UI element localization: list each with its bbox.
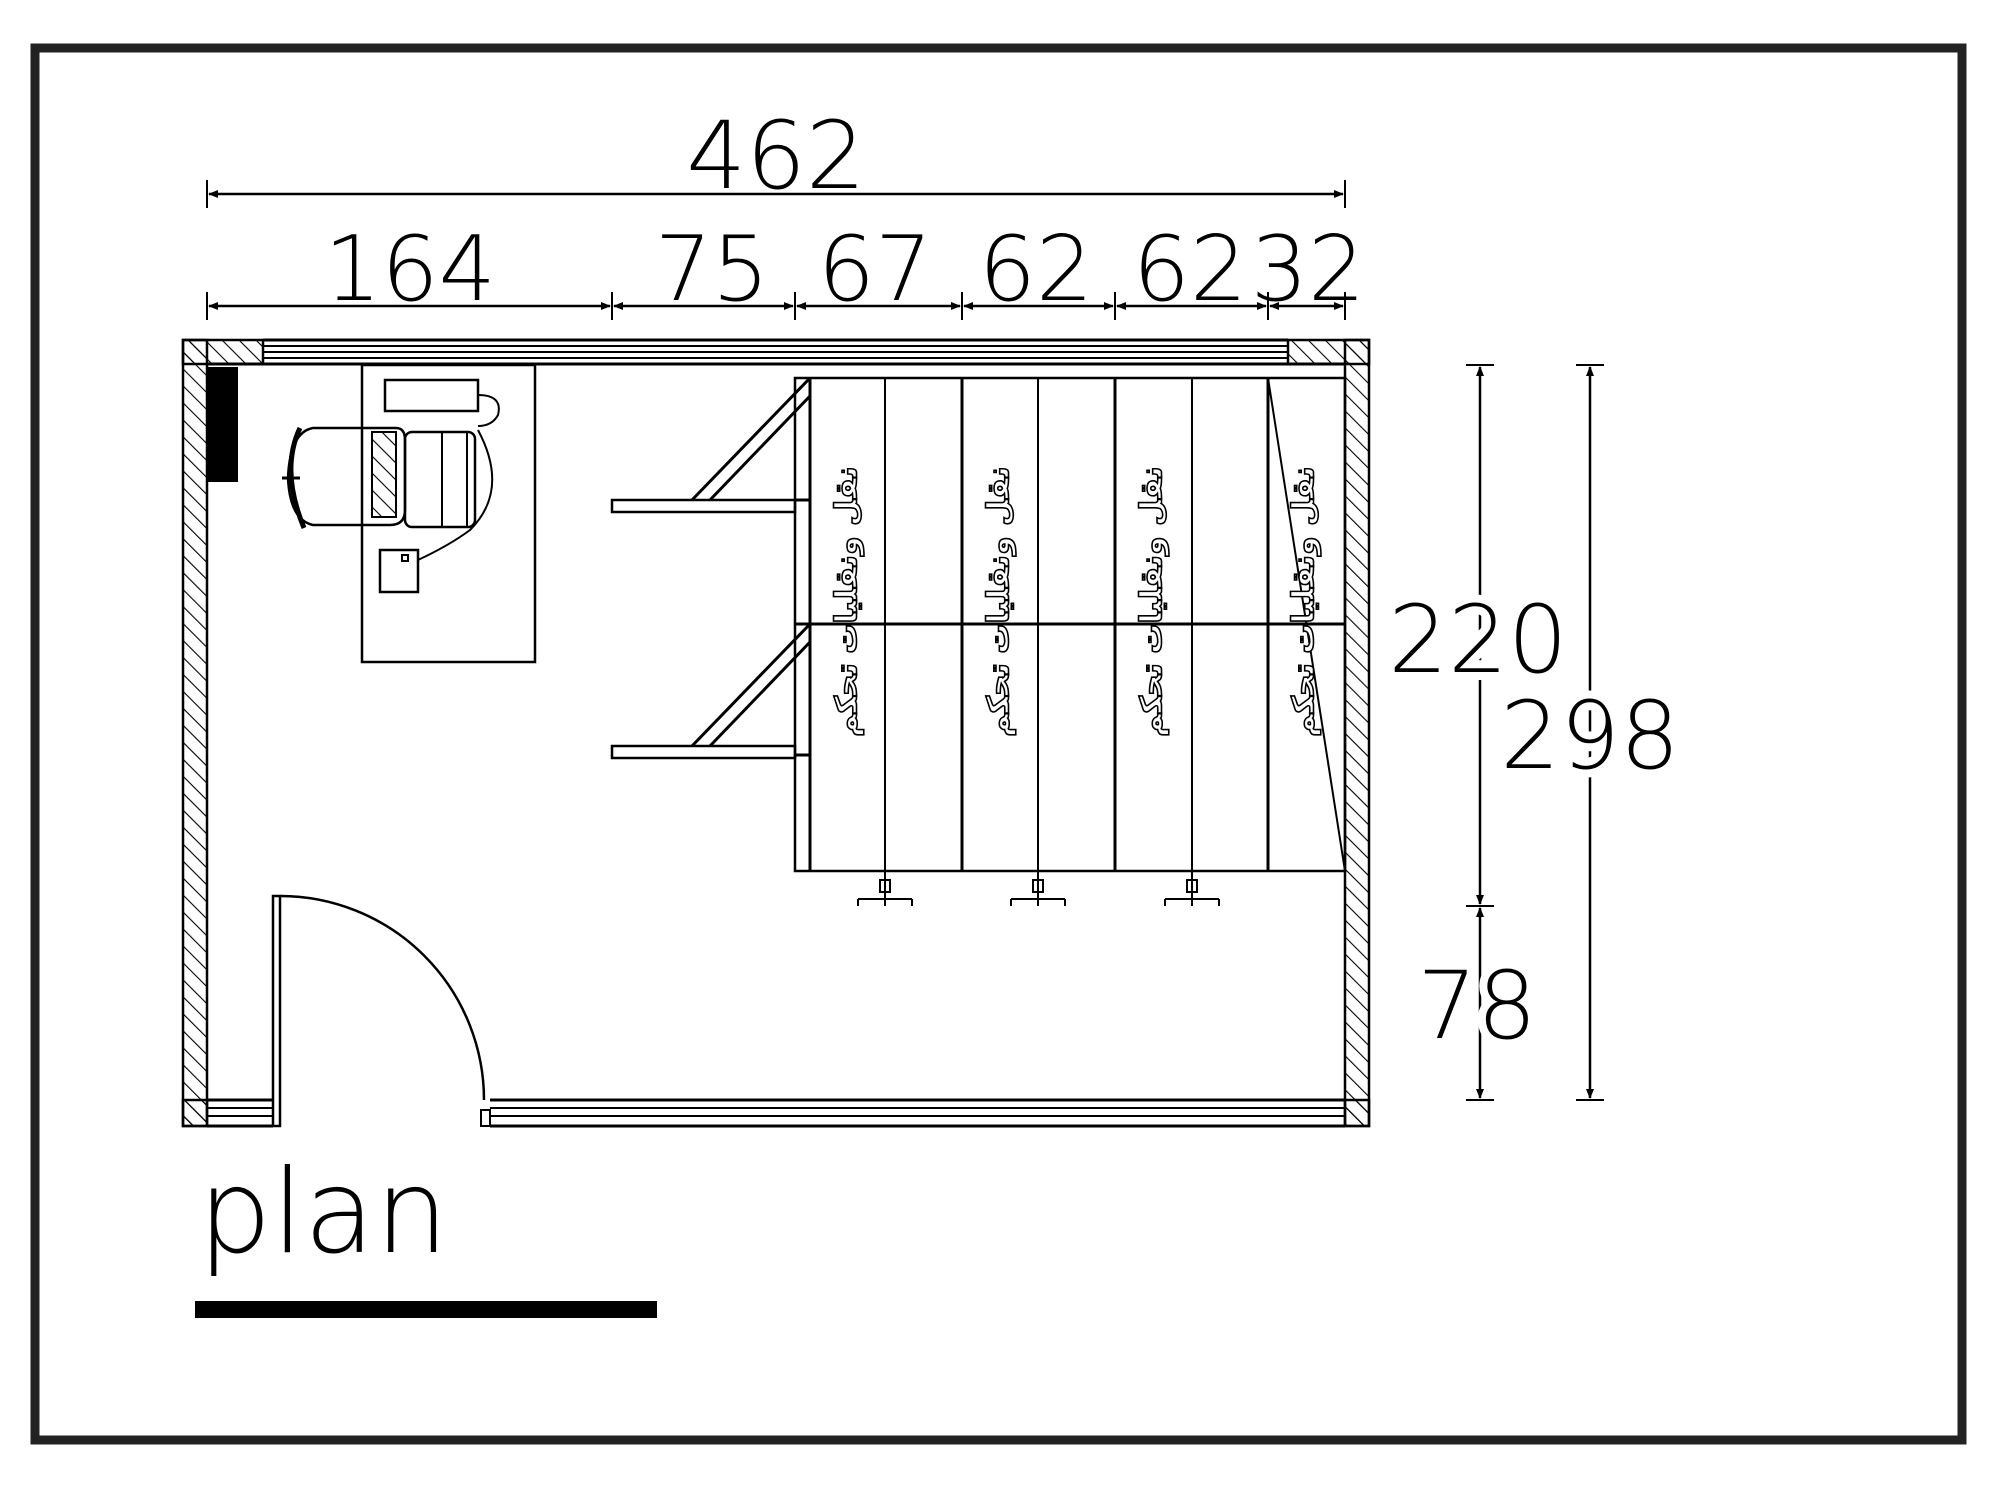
handle-3 [1164, 871, 1220, 906]
top-wall-right-corner [1286, 338, 1371, 366]
monitor [383, 378, 480, 413]
shelving-arm-lower [610, 622, 812, 760]
shelf-label-lower-1: تحكم [830, 663, 865, 737]
mouse-cable [417, 429, 494, 561]
drawing-frame [30, 43, 1967, 1445]
dim-width-62-a: 62 [979, 217, 1094, 322]
desk [360, 363, 537, 664]
top-wall-left-corner [181, 338, 265, 366]
handle-2 [1010, 871, 1066, 906]
shelf-label-upper-3: نقل ونقليات [1135, 466, 1170, 654]
dim-width-67: 67 [818, 217, 933, 322]
cpu-box [403, 430, 477, 529]
desk-workstation [207, 363, 537, 664]
handle-1 [857, 871, 913, 906]
dimension-overall-width: 462 [206, 102, 1346, 211]
monitor-cable [477, 394, 500, 427]
shelf-label-upper-2: نقل ونقليات [982, 466, 1017, 654]
bottom-wall-right-corner [1343, 1098, 1371, 1128]
dim-width-32: 32 [1251, 217, 1366, 322]
door [271, 894, 486, 1128]
dim-width-62-b: 62 [1133, 217, 1248, 322]
right-wall [1343, 338, 1371, 1128]
keyboard [371, 431, 397, 518]
shelving-arm-upper [610, 376, 812, 514]
plan-title: plan [198, 1145, 448, 1280]
dimension-overall-depth: 298 [1492, 364, 1688, 1101]
dim-width-164: 164 [324, 217, 496, 322]
dim-depth-220: 220 [1388, 586, 1567, 695]
dim-depth-78: 78 [1417, 952, 1537, 1061]
dimension-room-depth-split: 220 78 [1380, 364, 1576, 1101]
shelving-handles [857, 871, 1220, 906]
door-leaf [271, 894, 282, 1128]
mouse-pad [378, 548, 420, 594]
top-window [207, 338, 1345, 366]
shelf-label-upper-4: نقل ونقليات [1287, 466, 1322, 654]
left-wall [181, 338, 209, 1128]
dim-width-75: 75 [655, 217, 770, 322]
chair-armrest [288, 426, 307, 529]
shelf-label-upper-1: نقل ونقليات [830, 466, 865, 654]
dim-overall-width-label: 462 [686, 102, 865, 211]
shelving-unit: نقل ونقليات نقل ونقليات نقل ونقليات نقل … [610, 376, 1347, 906]
plan-title-underline [195, 1301, 657, 1318]
shelf-label-lower-3: تحكم [1135, 663, 1170, 737]
wall-panel [207, 367, 238, 482]
bottom-wall [207, 1098, 1345, 1128]
bottom-wall-left-corner [181, 1098, 209, 1128]
door-swing-arc [279, 894, 486, 1101]
shelf-label-lower-4: تحكم [1287, 663, 1322, 737]
shelf-label-lower-2: تحكم [982, 663, 1017, 737]
dimension-segment-widths: 164 75 67 62 62 32 [206, 217, 1366, 322]
dim-depth-298: 298 [1500, 682, 1679, 791]
